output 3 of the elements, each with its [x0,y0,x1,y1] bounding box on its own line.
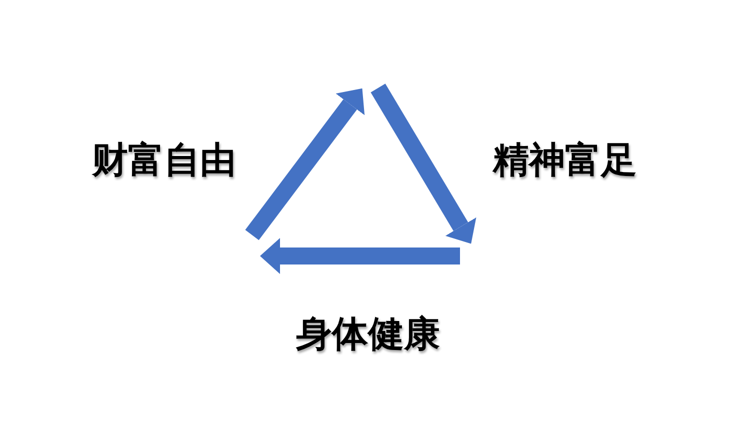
label-text: 精神富足 [493,142,637,180]
label-text: 身体健康 [296,316,440,354]
label-text: 财富自由 [92,142,236,180]
